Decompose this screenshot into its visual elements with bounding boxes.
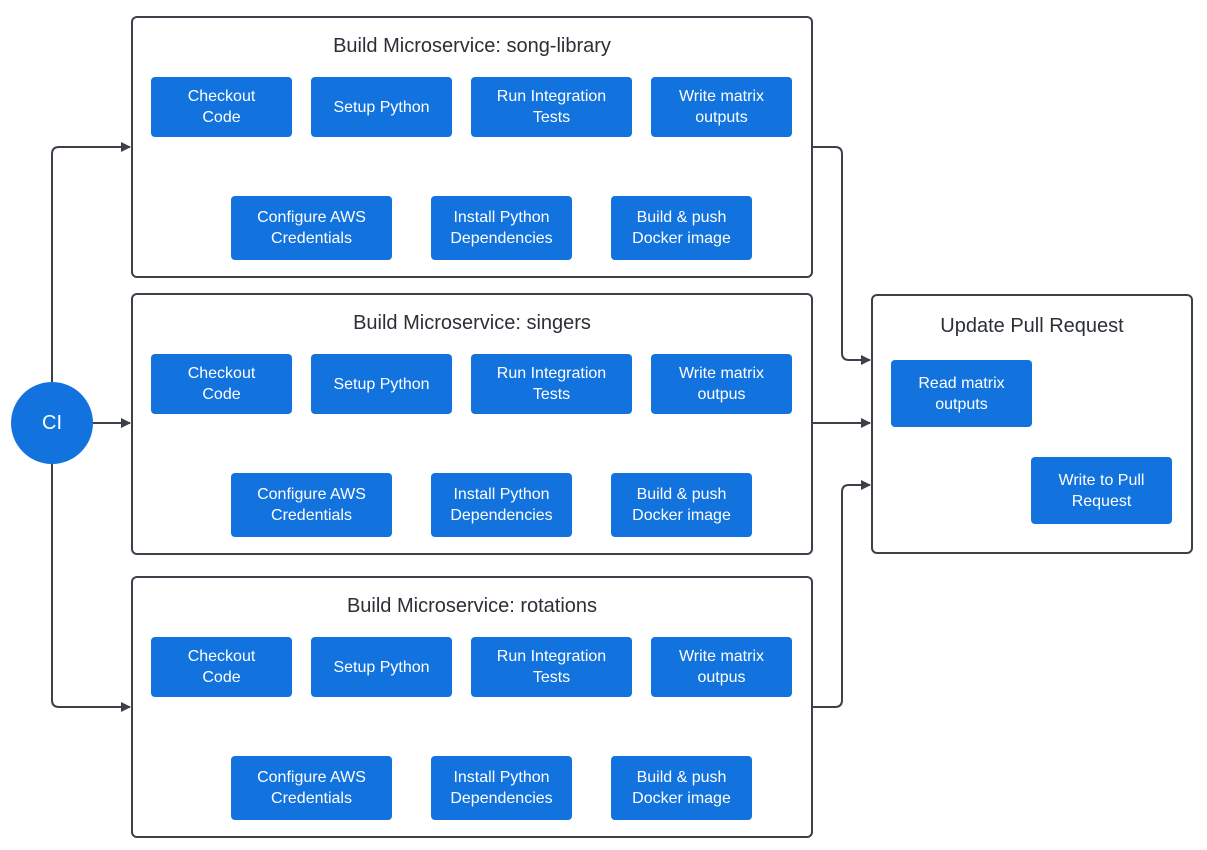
- ci-node[interactable]: CI: [11, 382, 93, 464]
- step-checkout-code[interactable]: Checkout Code: [151, 77, 292, 137]
- step-install-python-dependencies[interactable]: Install Python Dependencies: [431, 473, 572, 537]
- song-library-to-update-pr-connector: [812, 146, 871, 365]
- step-install-python-dependencies[interactable]: Install Python Dependencies: [431, 196, 572, 260]
- step-write-matrix-outputs[interactable]: Write matrix outpus: [651, 354, 792, 414]
- step-run-integration-tests[interactable]: Run Integration Tests: [471, 77, 632, 137]
- step-configure-aws-credentials[interactable]: Configure AWS Credentials: [231, 473, 392, 537]
- step-build-push-docker-image[interactable]: Build & push Docker image: [611, 473, 752, 537]
- step-write-matrix-outputs[interactable]: Write matrix outputs: [651, 77, 792, 137]
- rotations-to-update-pr-connector: [812, 480, 871, 708]
- ci-to-song-library-connector: [51, 142, 131, 382]
- group-title: Update Pull Request: [940, 315, 1124, 337]
- step-configure-aws-credentials[interactable]: Configure AWS Credentials: [231, 196, 392, 260]
- step-write-to-pull-request[interactable]: Write to Pull Request: [1031, 457, 1172, 524]
- step-run-integration-tests[interactable]: Run Integration Tests: [471, 354, 632, 414]
- step-setup-python[interactable]: Setup Python: [311, 354, 452, 414]
- group-title: Build Microservice: song-library: [333, 35, 611, 57]
- step-install-python-dependencies[interactable]: Install Python Dependencies: [431, 756, 572, 820]
- step-setup-python[interactable]: Setup Python: [311, 77, 452, 137]
- step-setup-python[interactable]: Setup Python: [311, 637, 452, 697]
- step-configure-aws-credentials[interactable]: Configure AWS Credentials: [231, 756, 392, 820]
- step-run-integration-tests[interactable]: Run Integration Tests: [471, 637, 632, 697]
- ci-to-rotations-connector: [51, 464, 131, 712]
- step-read-matrix-outputs[interactable]: Read matrix outputs: [891, 360, 1032, 427]
- step-write-matrix-outputs[interactable]: Write matrix outpus: [651, 637, 792, 697]
- step-build-push-docker-image[interactable]: Build & push Docker image: [611, 756, 752, 820]
- group-title: Build Microservice: singers: [353, 312, 591, 334]
- step-build-push-docker-image[interactable]: Build & push Docker image: [611, 196, 752, 260]
- step-checkout-code[interactable]: Checkout Code: [151, 354, 292, 414]
- group-title: Build Microservice: rotations: [346, 595, 598, 617]
- step-checkout-code[interactable]: Checkout Code: [151, 637, 292, 697]
